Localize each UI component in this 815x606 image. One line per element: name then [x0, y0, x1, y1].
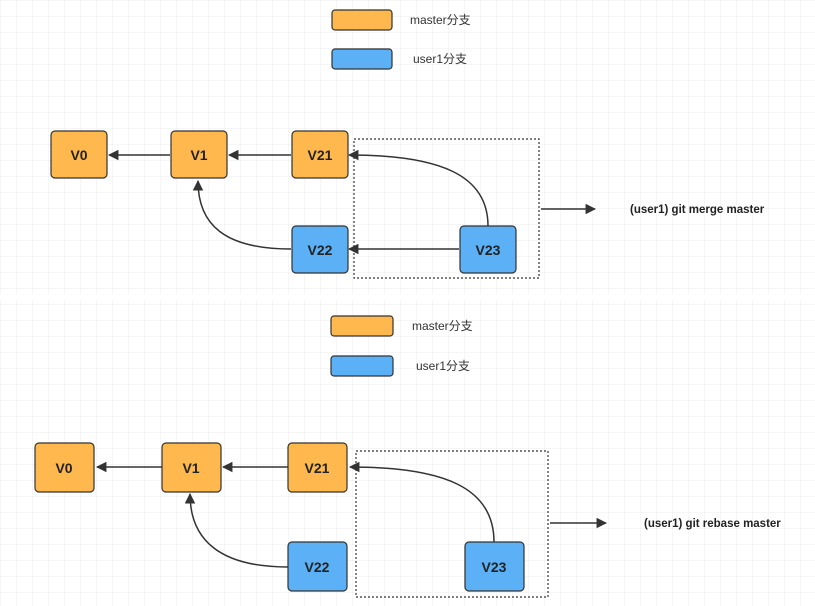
git-command-label: (user1) git rebase master [644, 518, 781, 530]
legend: master分支 user1分支 [331, 9, 471, 70]
node-label: V0 [70, 147, 87, 163]
edge-v22-v1 [184, 492, 289, 568]
node-v22: V22 [287, 541, 348, 592]
legend-label-user1: user1分支 [416, 359, 470, 373]
node-v23: V23 [459, 225, 517, 274]
grid-background-top [0, 0, 815, 294]
legend-swatch-user1 [331, 48, 393, 70]
node-v22: V22 [291, 225, 349, 274]
legend-label-user1: user1分支 [413, 52, 467, 66]
node-label: V1 [190, 147, 207, 163]
node-label: V1 [182, 460, 199, 476]
node-v0: V0 [50, 130, 108, 179]
legend: master分支 user1分支 [330, 315, 473, 377]
legend-swatch-master [331, 9, 393, 31]
panel-rebase: master分支 user1分支 V0 V1 V21 V22 [34, 315, 781, 598]
highlight-box [353, 138, 540, 279]
node-label: V22 [305, 559, 330, 575]
node-v1: V1 [161, 442, 222, 493]
edge-v23-v21 [348, 461, 495, 543]
node-v0: V0 [34, 442, 95, 493]
legend-label-master: master分支 [410, 13, 471, 27]
edge-v23-v21 [347, 149, 489, 227]
edge-v22-v1 [192, 179, 292, 250]
node-label: V23 [476, 242, 501, 258]
panel-separator [0, 294, 815, 300]
node-v21: V21 [291, 130, 349, 179]
node-v23: V23 [464, 541, 525, 592]
highlight-box [355, 450, 549, 598]
panel-merge: master分支 user1分支 V0 V1 V21 V22 [50, 9, 765, 279]
node-label: V23 [482, 559, 507, 575]
node-label: V22 [308, 242, 333, 258]
legend-swatch-master [330, 315, 394, 337]
node-v21: V21 [287, 442, 348, 493]
node-label: V21 [308, 147, 333, 163]
node-v1: V1 [170, 130, 228, 179]
node-label: V21 [305, 460, 330, 476]
legend-label-master: master分支 [412, 319, 473, 333]
git-command-label: (user1) git merge master [630, 204, 765, 216]
node-label: V0 [55, 460, 72, 476]
grid-background-bottom [0, 300, 815, 606]
legend-swatch-user1 [330, 355, 394, 377]
